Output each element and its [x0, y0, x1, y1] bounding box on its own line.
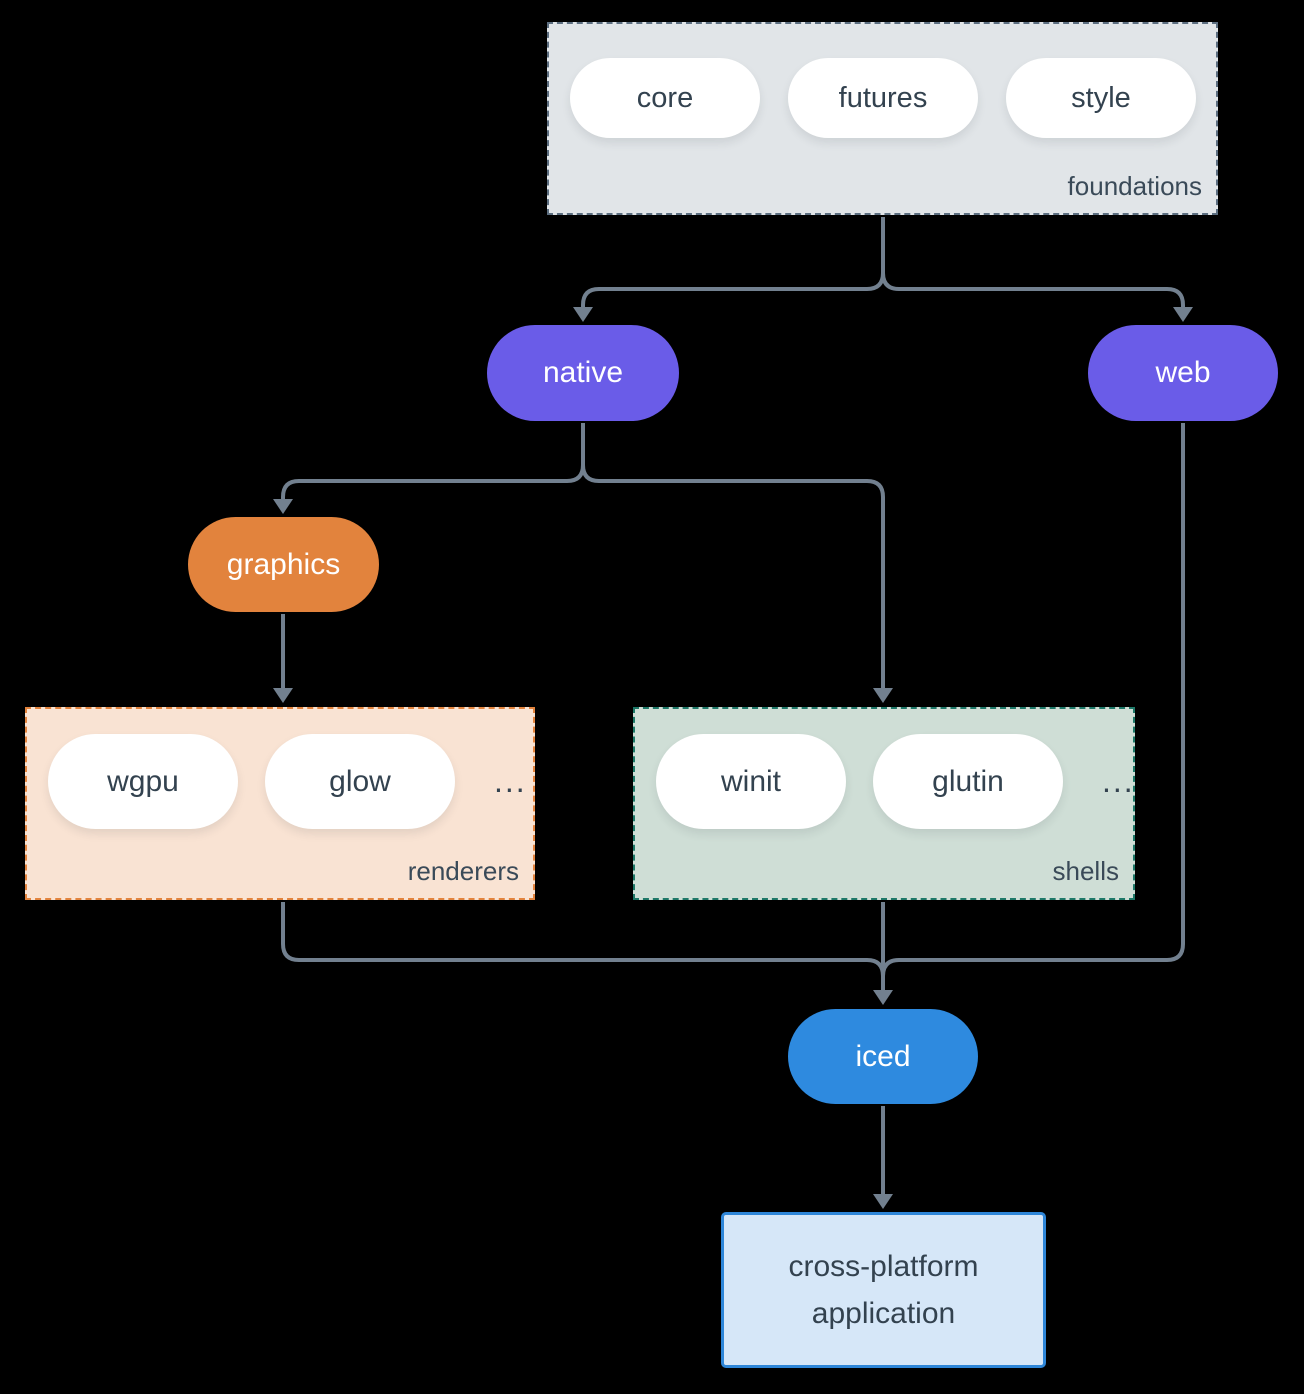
node-glutin: glutin — [873, 734, 1063, 829]
shells-group: winit glutin ... shells — [633, 707, 1135, 900]
node-native: native — [487, 325, 679, 421]
node-graphics: graphics — [188, 517, 379, 612]
foundations-pill-row: core futures style — [549, 24, 1216, 138]
edge-foundations-web — [881, 217, 1185, 309]
renderers-pill-row: wgpu glow ... — [27, 709, 533, 829]
application-node: cross-platform application — [721, 1212, 1046, 1368]
foundations-label: foundations — [1067, 171, 1202, 201]
shells-pill-row: winit glutin ... — [635, 709, 1133, 829]
edge-renderers-iced — [281, 902, 885, 977]
renderers-group: wgpu glow ... renderers — [25, 707, 535, 900]
arrowheads — [273, 307, 1193, 1209]
renderers-ellipsis: ... — [494, 763, 527, 799]
application-label: cross-platform application — [788, 1250, 979, 1330]
renderers-label: renderers — [407, 856, 519, 886]
foundations-group: core futures style foundations — [547, 22, 1218, 215]
node-wgpu: wgpu — [48, 734, 238, 829]
node-style: style — [1006, 58, 1196, 138]
node-glow: glow — [265, 734, 455, 829]
edge-native-shells — [581, 423, 885, 689]
node-futures: futures — [788, 58, 978, 138]
shells-label: shells — [1052, 856, 1119, 886]
node-web: web — [1088, 325, 1278, 421]
node-iced: iced — [788, 1009, 978, 1104]
node-core: core — [570, 58, 760, 138]
shells-ellipsis: ... — [1102, 763, 1135, 799]
node-winit: winit — [656, 734, 846, 829]
edge-native-graphics — [281, 423, 585, 501]
edge-foundations-native — [581, 217, 885, 309]
